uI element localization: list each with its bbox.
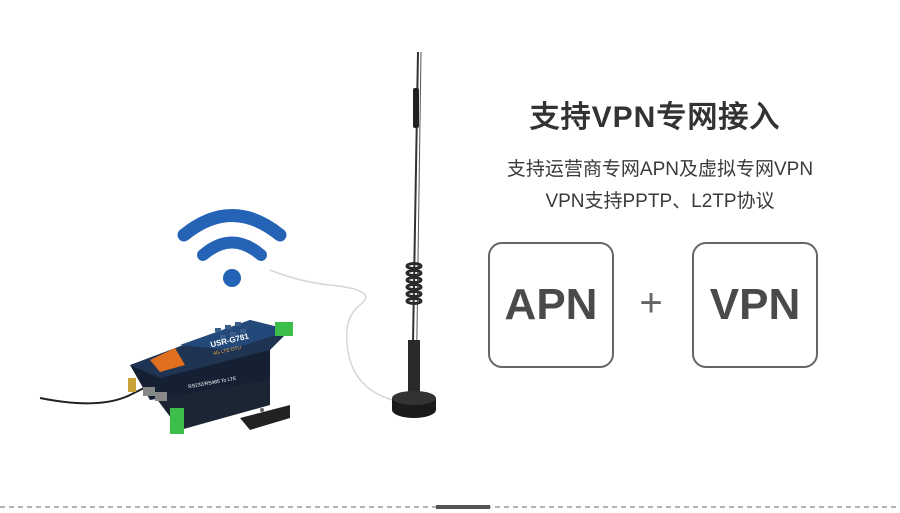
vpn-label: VPN — [709, 280, 801, 329]
apn-box: APN — [488, 242, 614, 368]
apn-label: APN — [504, 280, 598, 329]
dtu-device-image — [128, 320, 293, 434]
bottom-divider-highlight — [436, 505, 490, 509]
subtitle-line-2: VPN支持PPTP、L2TP协议 — [545, 191, 775, 212]
plus-icon: + — [639, 281, 663, 325]
cable-antenna — [269, 269, 406, 404]
subtitle-line-1: 支持运营商专网APN及虚拟专网VPN — [506, 159, 814, 180]
antenna-icon — [392, 51, 436, 418]
page-title: 支持VPN专网接入 — [529, 101, 781, 134]
vpn-box: VPN — [692, 242, 818, 368]
wifi-icon — [177, 209, 287, 287]
